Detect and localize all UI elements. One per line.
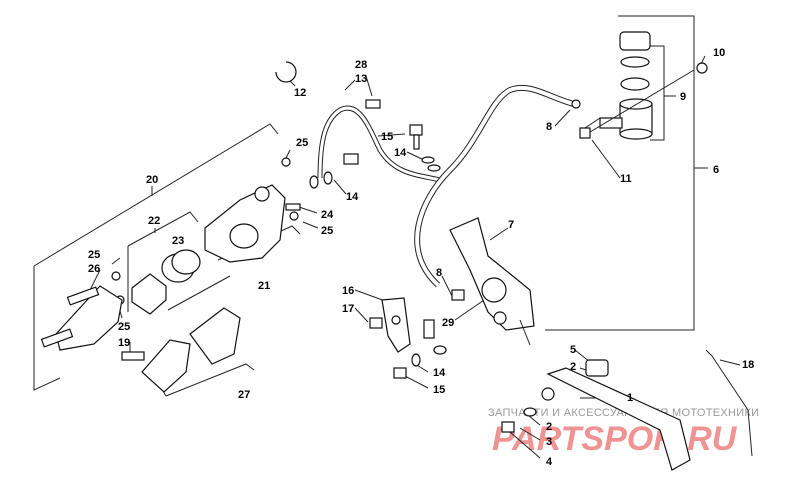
callouts: 1 2 2 3 4 5 6 7 8 8 9 10 11 12 13 14 14 … bbox=[88, 47, 754, 468]
callout-3: 3 bbox=[546, 436, 552, 448]
nut bbox=[696, 62, 708, 74]
callout-21: 21 bbox=[258, 280, 270, 292]
callout-18: 18 bbox=[742, 359, 754, 371]
callout-24: 24 bbox=[321, 209, 334, 221]
callout-2: 2 bbox=[546, 421, 552, 433]
callout-14: 14 bbox=[346, 191, 359, 203]
brake-pad bbox=[141, 339, 191, 393]
bleeder-valve bbox=[285, 203, 301, 211]
callout-26: 26 bbox=[88, 263, 100, 275]
callout-2: 2 bbox=[570, 361, 576, 373]
callout-15: 15 bbox=[381, 131, 393, 143]
callout-20: 20 bbox=[146, 174, 158, 186]
brake-pedal bbox=[546, 367, 691, 471]
callout-14: 14 bbox=[433, 367, 446, 379]
watermark-logo: PARTSPOR.RU bbox=[492, 420, 738, 458]
callout-25: 25 bbox=[296, 137, 308, 149]
callout-16: 16 bbox=[342, 285, 354, 297]
snap-ring bbox=[275, 61, 297, 83]
callout-8: 8 bbox=[546, 121, 552, 133]
callout-17: 17 bbox=[342, 303, 354, 315]
brake-hose-upper bbox=[317, 105, 441, 183]
callout-9: 9 bbox=[680, 91, 686, 103]
return-spring bbox=[705, 349, 753, 457]
callout-12: 12 bbox=[294, 87, 306, 99]
group-brackets bbox=[33, 15, 708, 397]
callout-19: 19 bbox=[118, 337, 130, 349]
callout-25: 25 bbox=[321, 225, 333, 237]
callout-5: 5 bbox=[570, 344, 576, 356]
hose-clip bbox=[365, 99, 381, 109]
caliper-bracket bbox=[55, 285, 123, 351]
watermark-tagline: ЗАПЧАСТИ И АКСЕССУАРЫ ДЛЯ МОТОТЕХНИКИ bbox=[488, 407, 759, 419]
screw bbox=[579, 127, 591, 139]
brake-pad bbox=[189, 307, 241, 365]
callout-13: 13 bbox=[355, 73, 367, 85]
callout-25: 25 bbox=[88, 249, 100, 261]
callout-28: 28 bbox=[355, 59, 367, 71]
bolt bbox=[121, 351, 145, 361]
callout-4: 4 bbox=[546, 456, 553, 468]
callout-22: 22 bbox=[148, 215, 160, 227]
callout-25: 25 bbox=[118, 321, 130, 333]
piston bbox=[131, 273, 167, 315]
master-cylinder bbox=[449, 217, 535, 331]
callout-1: 1 bbox=[627, 392, 633, 404]
callout-23: 23 bbox=[172, 235, 184, 247]
brake-hose-main bbox=[414, 84, 575, 288]
callout-15: 15 bbox=[433, 384, 445, 396]
callout-8: 8 bbox=[436, 267, 442, 279]
callout-11: 11 bbox=[620, 173, 632, 185]
callout-14: 14 bbox=[394, 147, 407, 159]
mounting-bracket bbox=[381, 297, 411, 353]
callout-10: 10 bbox=[713, 47, 725, 59]
washer bbox=[421, 156, 435, 164]
callout-7: 7 bbox=[508, 219, 514, 231]
callout-29: 29 bbox=[442, 317, 454, 329]
reservoir-cap bbox=[619, 31, 651, 51]
banjo-bolt bbox=[409, 124, 423, 136]
callout-27: 27 bbox=[238, 389, 250, 401]
callout-6: 6 bbox=[713, 164, 719, 176]
parts bbox=[40, 31, 753, 471]
